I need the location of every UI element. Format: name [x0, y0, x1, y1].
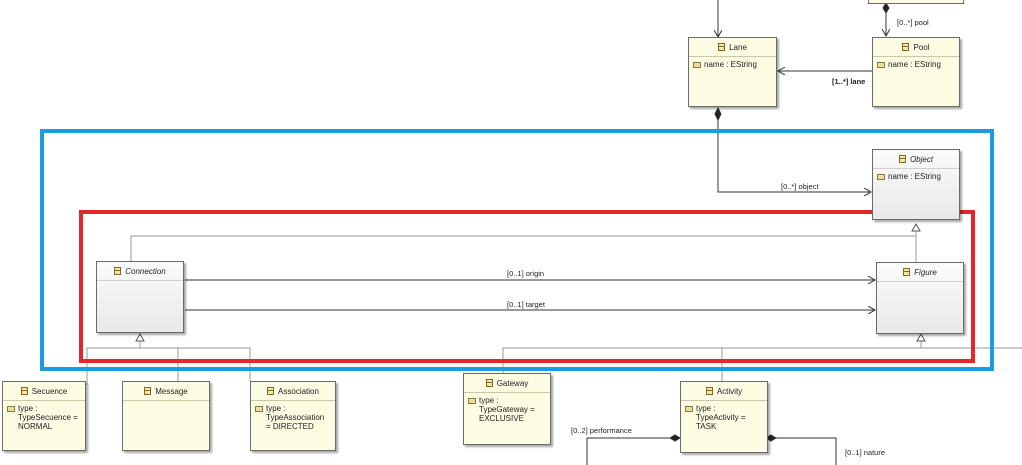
class-pool[interactable]: Pool name : EString [872, 37, 960, 107]
edge-performance [586, 437, 670, 465]
class-lane-header: Lane [689, 38, 776, 57]
class-association-attr[interactable]: type : TypeAssociation = DIRECTED [255, 404, 331, 431]
label-pool-ref: [0..*] pool [897, 18, 929, 27]
label-performance-ref: [0..2] performance [571, 426, 632, 435]
class-secuence[interactable]: Secuence type : TypeSecuence = NORMAL [2, 381, 86, 451]
edge-nature [776, 437, 837, 465]
class-activity-name: Activity [716, 386, 743, 396]
class-icon [144, 387, 152, 395]
diamond-performance [669, 434, 681, 442]
class-association-header: Association [251, 382, 335, 401]
class-gateway[interactable]: Gateway type : TypeGateway = EXCLUSIVE [463, 373, 551, 445]
class-figure[interactable]: Figure [876, 262, 964, 334]
cropped-node-top [868, 0, 964, 4]
edge-object-ref [717, 120, 871, 192]
attribute-icon [7, 406, 15, 412]
abstract-class-icon [114, 267, 122, 275]
class-icon [705, 387, 713, 395]
label-origin-ref: [0..1] origin [507, 269, 545, 278]
class-pool-name: Pool [913, 42, 930, 52]
class-object-header: Object [873, 150, 959, 169]
class-icon [267, 387, 275, 395]
class-activity[interactable]: Activity type : TypeActivity = TASK [680, 381, 768, 453]
class-connection-header: Connection [97, 262, 183, 281]
attribute-icon [685, 406, 693, 412]
class-message-name: Message [155, 386, 188, 396]
class-lane-name: Lane [729, 42, 747, 52]
attribute-icon [877, 62, 885, 68]
attribute-icon [255, 406, 263, 412]
class-object-attr[interactable]: name : EString [877, 172, 955, 181]
class-connection-name: Connection [125, 266, 166, 276]
attribute-icon [877, 174, 885, 180]
class-figure-name: Figure [914, 267, 937, 277]
class-message[interactable]: Message [122, 381, 210, 451]
attribute-icon [693, 62, 701, 68]
class-object[interactable]: Object name : EString [872, 149, 960, 220]
class-secuence-header: Secuence [3, 382, 85, 401]
class-icon [485, 379, 493, 387]
diamond-pool [882, 2, 890, 14]
class-connection[interactable]: Connection [96, 261, 184, 333]
class-secuence-attr[interactable]: type : TypeSecuence = NORMAL [7, 404, 81, 431]
label-target-ref: [0..1] target [507, 300, 545, 309]
class-pool-attr[interactable]: name : EString [877, 60, 955, 69]
abstract-class-icon [903, 268, 911, 276]
class-activity-header: Activity [681, 382, 767, 401]
class-gateway-attr[interactable]: type : TypeGateway = EXCLUSIVE [468, 396, 546, 423]
class-gateway-header: Gateway [464, 374, 550, 393]
abstract-class-icon [898, 155, 906, 163]
label-object-ref: [0..*] object [781, 182, 819, 191]
class-activity-attr[interactable]: type : TypeActivity = TASK [685, 404, 763, 431]
highlight-frame-blue [40, 129, 994, 371]
attribute-icon [468, 398, 476, 404]
class-lane-attr[interactable]: name : EString [693, 60, 772, 69]
class-message-header: Message [123, 382, 209, 401]
class-icon [718, 43, 726, 51]
gen-connection-object [130, 235, 916, 261]
label-lane-ref: [1..*] lane [832, 77, 866, 86]
class-icon [902, 43, 910, 51]
highlight-frame-red [79, 210, 975, 363]
class-figure-header: Figure [877, 263, 963, 282]
class-object-name: Object [909, 154, 934, 164]
class-pool-header: Pool [873, 38, 959, 57]
label-nature-ref: [0..1] nature [845, 448, 886, 457]
class-lane[interactable]: Lane name : EString [688, 37, 777, 107]
class-association-name: Association [278, 386, 319, 396]
class-secuence-name: Secuence [31, 386, 68, 396]
class-association[interactable]: Association type : TypeAssociation = DIR… [250, 381, 336, 451]
class-gateway-name: Gateway [496, 378, 529, 388]
diamond-lane [714, 106, 722, 122]
class-icon [20, 387, 28, 395]
